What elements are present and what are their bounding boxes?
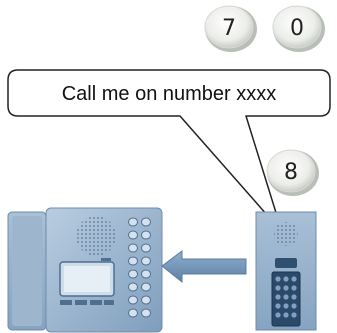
door-keypad: [275, 276, 297, 318]
door-key: [275, 276, 281, 282]
door-key: [283, 285, 289, 291]
door-key: [275, 312, 281, 318]
door-key: [275, 294, 281, 300]
desk-key: [128, 256, 138, 266]
indoor-station-device: [7, 207, 163, 333]
desk-key: [141, 243, 151, 253]
door-key: [283, 312, 289, 318]
key-0-label: 0: [290, 16, 304, 41]
desk-key: [128, 230, 138, 240]
door-key: [291, 276, 297, 282]
key-0-button: 0: [272, 5, 325, 52]
bubble-text: Call me on number xxxx: [62, 83, 277, 105]
desk-key: [128, 282, 138, 292]
desk-key: [141, 217, 151, 227]
desk-key: [141, 256, 151, 266]
left-arrow-icon: [161, 250, 247, 284]
desk-key: [141, 282, 151, 292]
desk-keypad: [128, 217, 151, 318]
desk-key: [141, 295, 151, 305]
desk-key: [128, 269, 138, 279]
door-key: [283, 303, 289, 309]
door-station-device: [255, 211, 317, 331]
door-key: [275, 285, 281, 291]
desk-key: [128, 295, 138, 305]
key-7-label: 7: [222, 16, 236, 41]
desk-key: [128, 308, 138, 318]
desk-key: [141, 308, 151, 318]
speech-bubble: Call me on number xxxx: [7, 69, 331, 233]
key-8-label: 8: [284, 160, 298, 185]
desk-key: [141, 230, 151, 240]
door-key: [291, 285, 297, 291]
door-key: [291, 312, 297, 318]
door-key: [283, 294, 289, 300]
door-key: [291, 294, 297, 300]
door-speaker-icon: [274, 222, 298, 246]
door-key: [291, 303, 297, 309]
key-8-button: 8: [266, 149, 319, 196]
desk-key: [141, 269, 151, 279]
key-7-button: 7: [204, 5, 257, 52]
desk-key: [128, 217, 138, 227]
door-key: [275, 303, 281, 309]
door-key: [283, 276, 289, 282]
speaker-grille-icon: [76, 216, 116, 256]
desk-key: [128, 243, 138, 253]
